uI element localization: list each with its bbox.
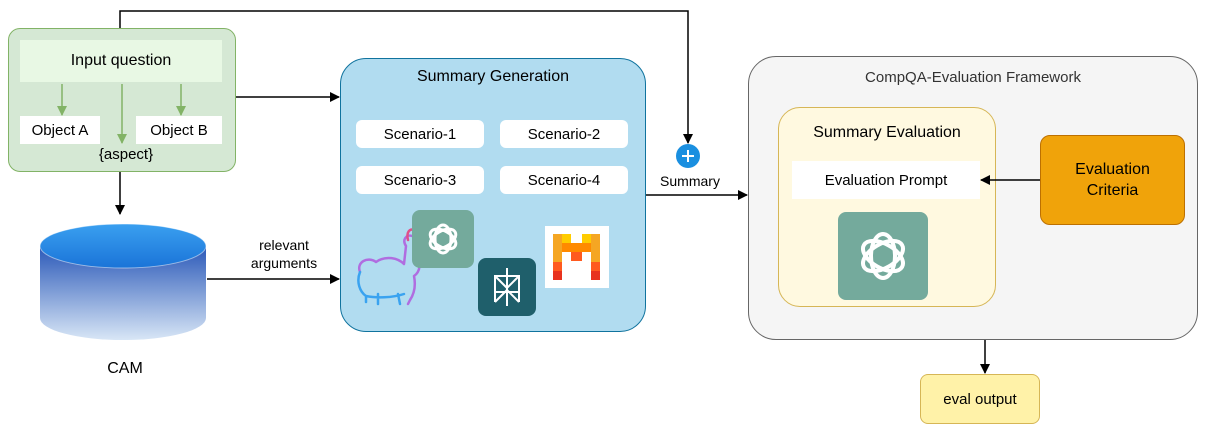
summary-evaluation-title: Summary Evaluation — [813, 124, 961, 141]
summary-label: Summary — [660, 173, 720, 189]
perplexity-icon — [478, 258, 536, 316]
scenario-box: Scenario-1 — [356, 120, 484, 148]
openai-icon — [838, 212, 928, 300]
cam-database-icon — [39, 223, 207, 340]
evaluation-criteria: Evaluation Criteria — [1040, 135, 1185, 225]
scenario-box: Scenario-2 — [500, 120, 628, 148]
eval-output: eval output — [920, 374, 1040, 424]
relevant-arguments-line2: arguments — [250, 255, 318, 271]
cam-label: CAM — [107, 360, 143, 377]
object-b: Object B — [136, 116, 222, 144]
scenario-box: Scenario-4 — [500, 166, 628, 194]
plus-icon — [676, 144, 700, 168]
object-a: Object A — [20, 116, 100, 144]
relevant-arguments-label: relevant arguments — [236, 236, 332, 276]
relevant-arguments-line1: relevant — [259, 237, 309, 253]
evaluation-prompt: Evaluation Prompt — [792, 161, 980, 199]
criteria-line2: Criteria — [1086, 182, 1139, 199]
input-question: Input question — [20, 40, 222, 82]
aspect-label: {aspect} — [98, 145, 154, 163]
scenario-box: Scenario-3 — [356, 166, 484, 194]
criteria-line1: Evaluation — [1075, 161, 1150, 178]
framework-title: CompQA-Evaluation Framework — [865, 68, 1081, 86]
summary-generation-title: Summary Generation — [416, 68, 570, 85]
arrow-input-to-plus — [119, 10, 693, 144]
mistral-icon — [545, 226, 609, 288]
openai-icon — [412, 210, 474, 268]
